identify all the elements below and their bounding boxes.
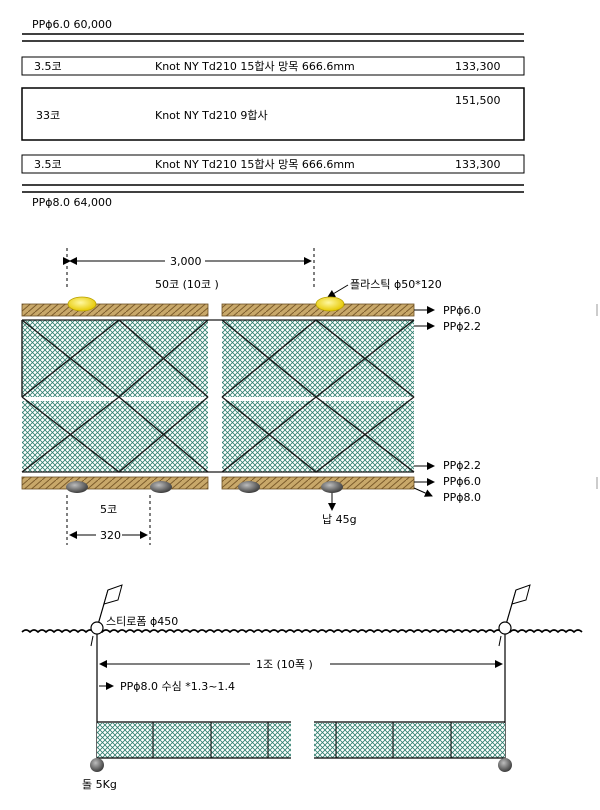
row3-price: 133,300	[455, 158, 501, 171]
anchor-stone-icon	[498, 758, 512, 772]
net-section-right	[314, 723, 505, 758]
buoy-icon	[498, 621, 512, 635]
anchor-stone-icon	[90, 758, 104, 772]
anchor-label: 돌 5Kg	[82, 778, 117, 791]
spec-row	[21, 56, 525, 76]
net-section-left	[97, 723, 291, 758]
bottom-rope-left	[21, 476, 209, 490]
water-surface	[21, 629, 583, 634]
rope-label-bottom-pp80: PPϕ8.0	[443, 491, 481, 504]
row2-spec: Knot NY Td210 9합사	[155, 109, 268, 122]
bottom-rope-right	[221, 476, 415, 490]
spec-row	[21, 87, 525, 141]
row2-size: 33코	[36, 109, 60, 122]
bottom-mesh-count: 5코	[100, 503, 117, 516]
line-spec-label: PPϕ8.0 수심 *1.3~1.4	[120, 680, 235, 693]
mesh-count-label: 50코 (10코 )	[155, 278, 219, 291]
sinker-icon	[238, 481, 260, 493]
row2-price: 151,500	[455, 94, 501, 107]
sinker-icon	[321, 481, 343, 493]
dimension-320: 320	[100, 529, 121, 542]
set-length-label: 1조 (10폭 )	[256, 658, 313, 671]
flag-icon	[511, 584, 531, 605]
spec-row	[21, 154, 525, 174]
top-rope-label: PPϕ6.0 60,000	[32, 18, 112, 31]
row1-size: 3.5코	[34, 60, 62, 73]
row3-spec: Knot NY Td210 15합사 망목 666.6mm	[155, 158, 355, 171]
sinker-icon	[150, 481, 172, 493]
row3-size: 3.5코	[34, 158, 62, 171]
row1-spec: Knot NY Td210 15합사 망목 666.6mm	[155, 60, 355, 73]
flag-icon	[103, 584, 123, 605]
sinker-icon	[66, 481, 88, 493]
float-icon	[315, 296, 345, 312]
top-rope-left	[21, 303, 209, 317]
rope-label-top-pp60: PPϕ6.0	[443, 304, 481, 317]
float-icon	[67, 296, 97, 312]
rope-label-bottom-pp60: PPϕ6.0	[443, 475, 481, 488]
bottom-rope-label: PPϕ8.0 64,000	[32, 196, 112, 209]
sinker-label: 납 45g	[322, 513, 357, 526]
row1-price: 133,300	[455, 60, 501, 73]
rope-label-bottom-pp22: PPϕ2.2	[443, 459, 481, 472]
buoy-label: 스티로폼 ϕ450	[106, 615, 178, 628]
dimension-3000: 3,000	[170, 255, 202, 268]
rope-label-top-pp22: PPϕ2.2	[443, 320, 481, 333]
buoy-icon	[90, 621, 104, 635]
float-label: 플라스틱 ϕ50*120	[350, 278, 442, 291]
